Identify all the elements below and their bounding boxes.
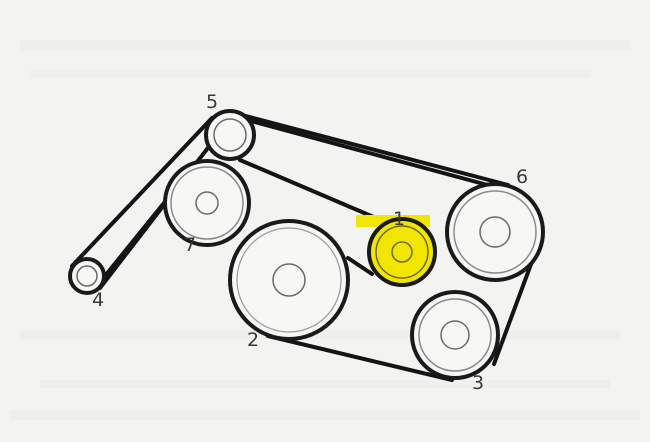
- background-texture: [10, 40, 640, 420]
- pulley-2: [228, 219, 350, 341]
- label-pulley-1: 1: [393, 208, 405, 230]
- pulley-5: [204, 109, 256, 161]
- belt-segment-3-2: [266, 334, 454, 382]
- pulley-7-hub: [195, 191, 219, 215]
- pulley-5-inner: [213, 118, 247, 152]
- pulley-6-hub: [479, 216, 511, 248]
- pulley-7: [163, 159, 251, 247]
- belt-segment-5-6: [236, 112, 510, 187]
- pulley-labels: 1 2 3 4 5 6 7: [92, 91, 528, 394]
- label-pulley-3: 3: [472, 372, 484, 394]
- belt-segment-5-7: [238, 158, 378, 220]
- belt-segment-2-1: [346, 256, 374, 276]
- label-pulley-6: 6: [516, 166, 528, 188]
- belt-segment-5-6-inner: [238, 116, 508, 192]
- pulley-4-inner: [76, 265, 98, 287]
- label-pulley-7: 7: [184, 234, 196, 256]
- pulley-3: [410, 290, 500, 380]
- pulley-4: [68, 257, 106, 295]
- pulley-1-hub: [391, 241, 413, 263]
- pulley-2-hub: [272, 263, 306, 297]
- label-pulley-4: 4: [92, 289, 104, 311]
- belt-segment-4-5-upper: [70, 116, 214, 268]
- label-pulley-2: 2: [247, 329, 259, 351]
- label-pulley-5: 5: [206, 91, 218, 113]
- pulley-3-hub: [440, 320, 470, 350]
- pulley-1: [356, 215, 437, 287]
- pulley-6: [445, 182, 545, 282]
